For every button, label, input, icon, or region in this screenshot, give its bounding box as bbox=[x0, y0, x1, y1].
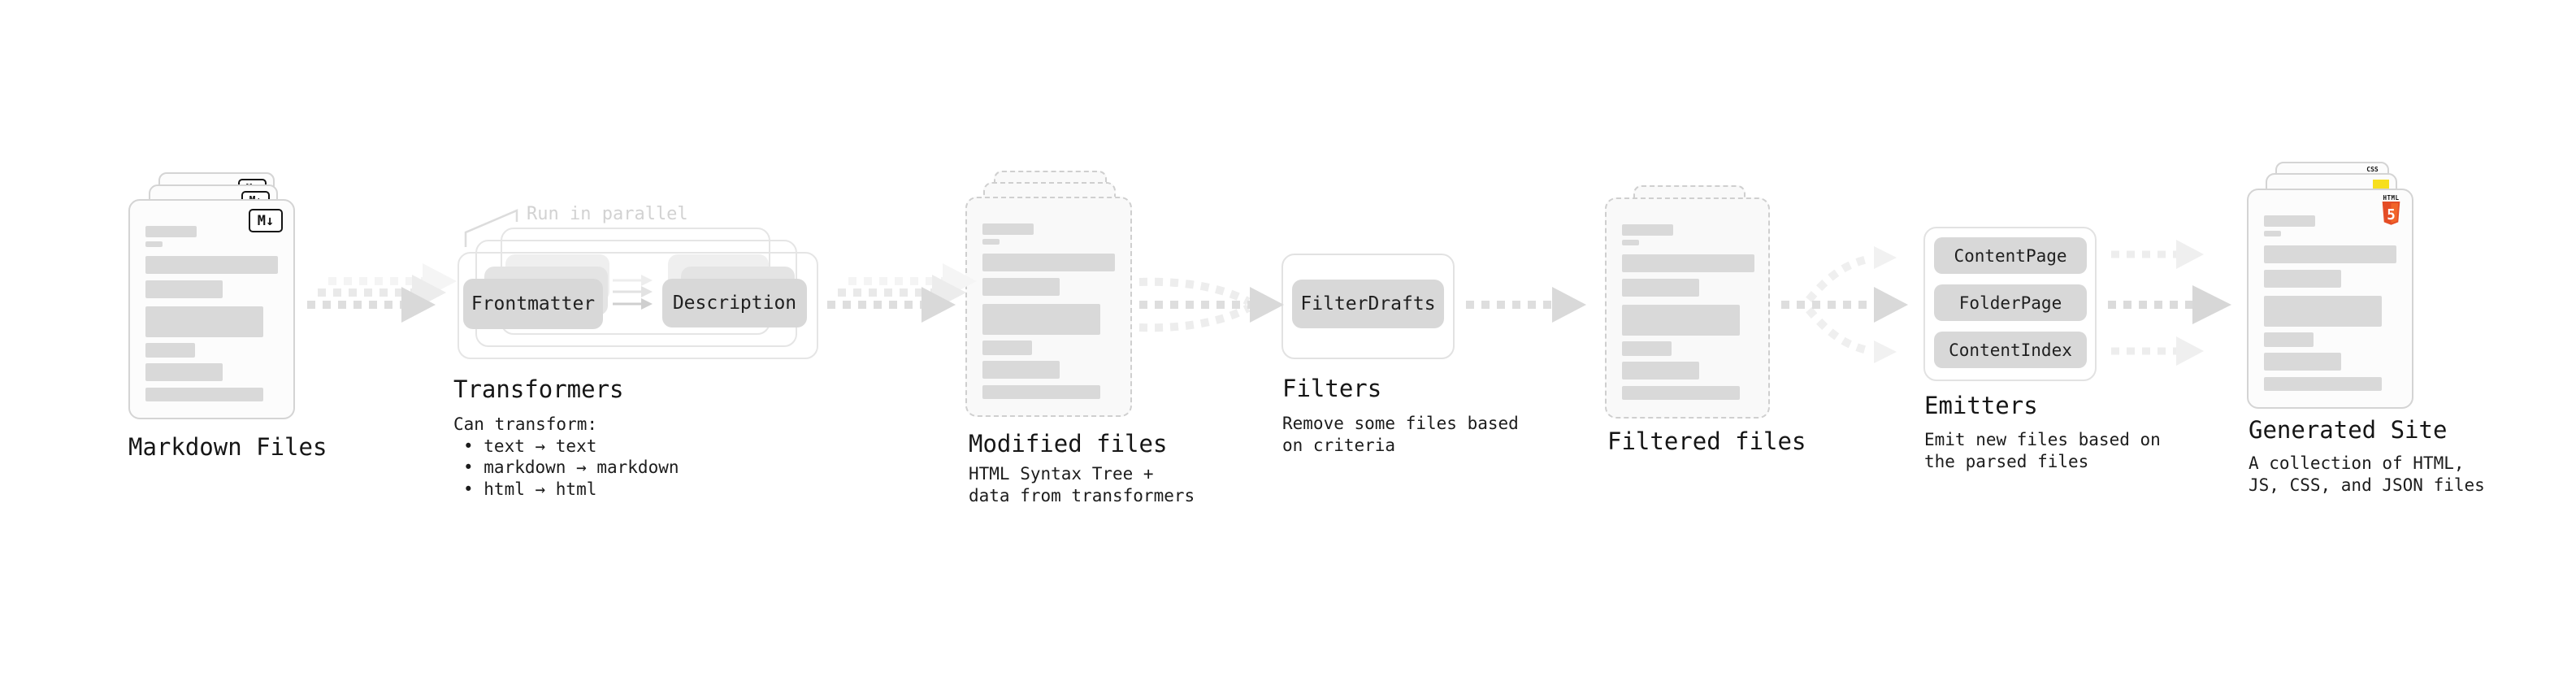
skeleton-line bbox=[145, 241, 163, 247]
skeleton-line bbox=[982, 254, 1115, 271]
modified-files-subtitle-line: HTML Syntax Tree + bbox=[969, 464, 1154, 484]
transformers-title: Transformers bbox=[453, 375, 624, 403]
html5-badge-number: 5 bbox=[2387, 207, 2396, 223]
filters-title: Filters bbox=[1282, 375, 1382, 402]
skeleton-line bbox=[1622, 305, 1740, 336]
generated-site-subtitle: A collection of HTML, JS, CSS, and JSON … bbox=[2249, 453, 2485, 496]
skeleton-line bbox=[1622, 341, 1672, 356]
skeleton-line bbox=[982, 340, 1032, 355]
skeleton-line bbox=[982, 385, 1100, 399]
skeleton-line bbox=[2264, 377, 2382, 391]
generated-site-title: Generated Site bbox=[2249, 416, 2448, 444]
emitters-subtitle: Emit new files based on the parsed files bbox=[1924, 429, 2161, 472]
transformer-outline-front bbox=[458, 252, 818, 359]
html5-shield-icon: 5 bbox=[2382, 202, 2400, 225]
emitters-title: Emitters bbox=[1924, 392, 2038, 419]
modified-files-subtitle: HTML Syntax Tree + data from transformer… bbox=[969, 463, 1195, 506]
skeleton-line bbox=[2264, 231, 2281, 236]
skeleton-line bbox=[145, 226, 197, 237]
skeleton-line bbox=[2264, 215, 2315, 227]
emitters-subtitle-line: Emit new files based on bbox=[1924, 430, 2161, 449]
arrow-filters-to-filtered bbox=[1466, 287, 1586, 323]
skeleton-line bbox=[145, 343, 195, 358]
skeleton-line bbox=[1622, 386, 1740, 400]
emitters-subtitle-line: the parsed files bbox=[1924, 451, 2089, 471]
html5-badge-label: HTML bbox=[2383, 194, 2400, 202]
arrows-emitters-to-site bbox=[2108, 240, 2231, 366]
generated-site-subtitle-line: A collection of HTML, bbox=[2249, 453, 2465, 473]
skeleton-line bbox=[1622, 240, 1639, 245]
transformers-subtitle-heading: Can transform: bbox=[453, 414, 598, 434]
modified-files-title: Modified files bbox=[969, 430, 1168, 458]
transformers-bullet: • markdown → markdown bbox=[463, 458, 679, 477]
transformers-subtitle: Can transform: • text → text • markdown … bbox=[453, 414, 679, 500]
frontmatter-chip: Frontmatter bbox=[463, 279, 603, 329]
skeleton-line bbox=[145, 256, 278, 274]
markdown-badge-icon: M↓ bbox=[249, 209, 283, 232]
folderpage-chip: FolderPage bbox=[1934, 284, 2087, 321]
skeleton-line bbox=[1622, 279, 1699, 297]
skeleton-line bbox=[2264, 353, 2341, 371]
skeleton-line bbox=[145, 388, 263, 401]
skeleton-line bbox=[145, 280, 223, 298]
arrow-modified-to-filters bbox=[1138, 277, 1284, 332]
contentindex-chip: ContentIndex bbox=[1934, 332, 2087, 368]
modified-file-card-front bbox=[965, 197, 1132, 417]
arrow-filtered-to-emitters bbox=[1781, 246, 1908, 363]
markdown-file-card-front: M↓ bbox=[128, 199, 295, 419]
skeleton-line bbox=[982, 304, 1100, 335]
description-chip: Description bbox=[662, 279, 807, 327]
site-file-card-front: HTML 5 bbox=[2247, 189, 2413, 409]
skeleton-line bbox=[1622, 224, 1673, 236]
skeleton-line bbox=[2264, 270, 2341, 288]
skeleton-line bbox=[982, 239, 1000, 245]
markdown-files-title: Markdown Files bbox=[128, 433, 327, 461]
arrow-transformers-to-modified bbox=[827, 263, 977, 323]
css-badge-label: CSS bbox=[2366, 166, 2379, 173]
skeleton-line bbox=[982, 278, 1060, 296]
skeleton-line bbox=[2264, 296, 2382, 327]
filters-subtitle-line: on criteria bbox=[1282, 435, 1396, 455]
skeleton-line bbox=[1622, 362, 1699, 380]
filterdrafts-chip: FilterDrafts bbox=[1292, 280, 1444, 328]
run-in-parallel-note: Run in parallel bbox=[527, 204, 688, 224]
filters-subtitle: Remove some files based on criteria bbox=[1282, 413, 1519, 456]
transformers-bullet: • text → text bbox=[463, 436, 597, 456]
filtered-files-title: Filtered files bbox=[1607, 427, 1806, 455]
contentpage-chip: ContentPage bbox=[1934, 237, 2087, 274]
transformers-bullet: • html → html bbox=[463, 479, 597, 499]
skeleton-line bbox=[1622, 254, 1754, 272]
skeleton-line bbox=[2264, 245, 2396, 263]
skeleton-line bbox=[982, 361, 1060, 379]
html5-badge-icon: HTML 5 bbox=[2380, 194, 2402, 229]
js-badge-icon bbox=[2373, 180, 2389, 189]
skeleton-line bbox=[982, 223, 1034, 235]
filtered-file-card-front bbox=[1605, 197, 1770, 419]
skeleton-line bbox=[2264, 332, 2314, 347]
arrow-markdown-to-transformers bbox=[307, 263, 457, 323]
modified-files-subtitle-line: data from transformers bbox=[969, 485, 1195, 505]
skeleton-line bbox=[145, 363, 223, 381]
filters-subtitle-line: Remove some files based bbox=[1282, 414, 1519, 433]
skeleton-line bbox=[145, 306, 263, 337]
generated-site-subtitle-line: JS, CSS, and JSON files bbox=[2249, 475, 2485, 495]
